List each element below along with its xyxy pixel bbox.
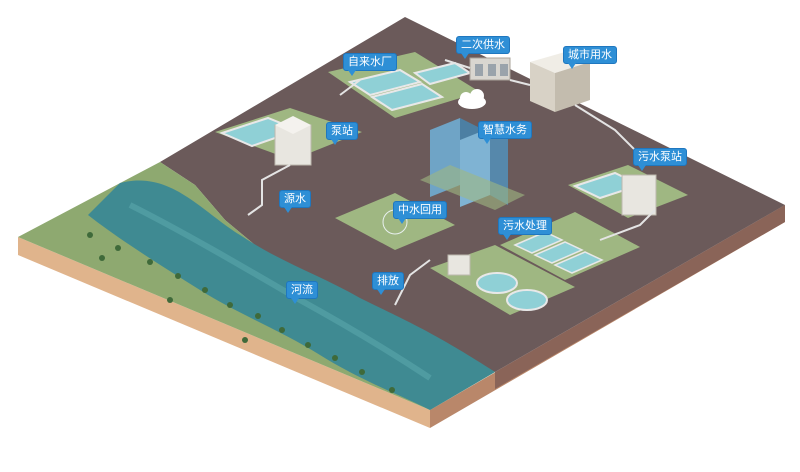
label-pump-station: 泵站: [326, 122, 358, 145]
slab-right-dark-face: [495, 205, 785, 389]
reclaimed-water-plot: [335, 193, 455, 250]
label-sewage-pump-station: 污水泵站: [633, 148, 687, 171]
label-reclaimed-water: 中水回用: [393, 201, 447, 224]
river-highlight: [128, 202, 432, 381]
cloud-icon: [458, 89, 486, 109]
clarifier-1: [476, 272, 518, 294]
pipelines: [247, 59, 656, 306]
label-secondary-supply: 二次供水: [456, 36, 510, 59]
label-waterworks: 自来水厂: [343, 53, 397, 76]
discharge-building: [447, 254, 471, 276]
pump-station-roof: [275, 116, 311, 134]
label-sewage-treatment: 污水处理: [498, 217, 552, 240]
label-river: 河流: [286, 281, 318, 304]
clarifier-2: [506, 289, 548, 311]
waterworks-tank-1: [347, 68, 423, 97]
slab-front-left-face: [18, 237, 430, 428]
sewage-pump-building: [621, 174, 657, 216]
city-water-building: [530, 52, 590, 112]
label-discharge: 排放: [372, 272, 404, 295]
smart-water-towers: [420, 118, 525, 210]
label-smart-water: 智慧水务: [478, 121, 532, 144]
secondary-supply-equipment: [469, 57, 511, 81]
sewage-treatment-tanks: [513, 231, 604, 274]
label-city-water: 城市用水: [563, 46, 617, 69]
label-water-source: 源水: [279, 190, 311, 213]
bank-trees: [87, 232, 395, 393]
waterworks-tank-2: [369, 82, 445, 112]
